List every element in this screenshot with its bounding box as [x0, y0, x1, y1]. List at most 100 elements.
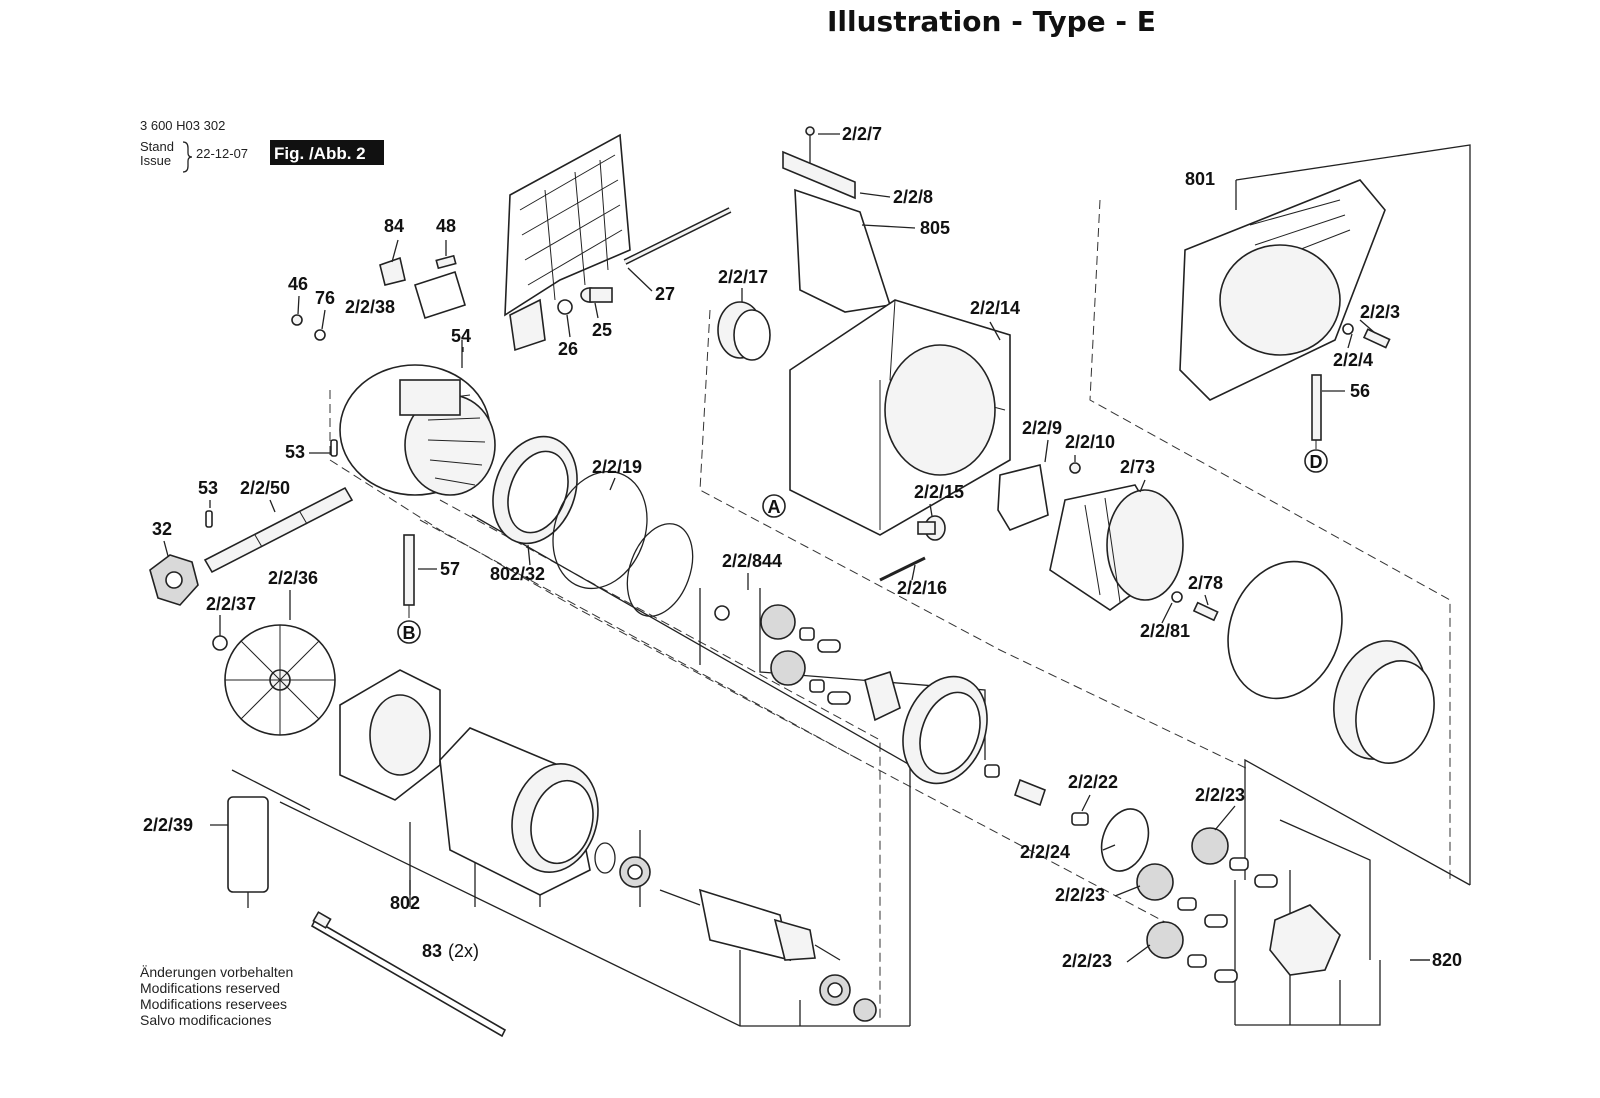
label-2217: 2/2/17	[718, 267, 768, 287]
label-27: 27	[655, 284, 675, 304]
label-84: 84	[384, 216, 404, 236]
rod-57	[403, 534, 415, 618]
label-2222: 2/2/22	[1068, 772, 1118, 792]
screw-227	[805, 126, 815, 165]
label-227: 2/2/7	[842, 124, 882, 144]
assembly-guide-lines	[329, 199, 1451, 1020]
stator-802	[439, 727, 599, 896]
label-228: 2/2/8	[893, 187, 933, 207]
issue-label: Issue	[140, 153, 171, 168]
label-802: 802	[390, 893, 420, 913]
pin-25	[580, 287, 613, 303]
screw-2210	[1069, 462, 1081, 474]
label-2216: 2/2/16	[897, 578, 947, 598]
shaft-2250	[203, 486, 354, 574]
figure-badge	[270, 140, 384, 165]
gear-2223-c	[1146, 921, 1238, 983]
brush-48	[435, 254, 457, 270]
notice-fr: Modifications reservees	[140, 996, 287, 1012]
handle-grid	[504, 133, 631, 352]
ref-d: D	[1310, 452, 1323, 472]
ring-gear-middle	[902, 675, 988, 785]
label-229: 2/2/9	[1022, 418, 1062, 438]
bearing-shield	[339, 669, 441, 801]
label-76: 76	[315, 288, 335, 308]
armature	[659, 888, 841, 962]
label-2215: 2/2/15	[914, 482, 964, 502]
label-leaders	[163, 133, 1430, 963]
label-223: 2/2/3	[1360, 302, 1400, 322]
bushing-2217	[717, 301, 771, 361]
label-46: 46	[288, 274, 308, 294]
label-273: 2/73	[1120, 457, 1155, 477]
spacer-small	[984, 764, 1000, 778]
washer-76	[314, 329, 326, 341]
seal-ring-a	[1227, 560, 1343, 700]
label-48: 48	[436, 216, 456, 236]
label-224: 2/2/4	[1333, 350, 1373, 370]
ref-d-circle	[1304, 449, 1328, 473]
screw-278	[1192, 601, 1219, 622]
bush-2215	[917, 515, 946, 541]
label-2238: 2/2/38	[345, 297, 395, 317]
label-53b: 53	[198, 478, 218, 498]
label-2239: 2/2/39	[143, 815, 193, 835]
label-22844: 2/2/844	[722, 551, 782, 571]
label-805: 805	[920, 218, 950, 238]
label-801: 801	[1185, 169, 1215, 189]
label-820: 820	[1432, 950, 1462, 970]
label-2223c: 2/2/23	[1062, 951, 1112, 971]
page-title: Illustration - Type - E	[0, 2, 1600, 42]
ref-b-circle	[397, 620, 421, 644]
pin-53-a	[330, 439, 338, 457]
label-2210: 2/2/10	[1065, 432, 1115, 452]
label-53a: 53	[285, 442, 305, 462]
ref-b: B	[403, 623, 416, 643]
label-2281: 2/2/81	[1140, 621, 1190, 641]
cable-tie-83	[310, 911, 507, 1038]
cover-805	[794, 188, 892, 313]
gear-housing-2214	[789, 299, 1011, 536]
pin-56	[1311, 374, 1322, 441]
pin-53-b	[205, 510, 213, 528]
snap-ring	[626, 523, 694, 617]
gear-2223-b	[1136, 863, 1228, 928]
issue-date: 22-12-07	[196, 146, 248, 161]
label-2236: 2/2/36	[268, 568, 318, 588]
label-26: 26	[558, 339, 578, 359]
bracket-228	[782, 150, 856, 200]
label-57: 57	[440, 559, 460, 579]
fan-2236	[224, 624, 336, 736]
notice-de: Änderungen vorbehalten	[140, 964, 293, 980]
label-2219: 2/2/19	[592, 457, 642, 477]
ring-2219	[552, 470, 648, 590]
page-title-text: Illustration - Type - E	[827, 5, 1156, 38]
label-25: 25	[592, 320, 612, 340]
disc-2224	[1100, 808, 1150, 872]
end-cover-801	[1179, 179, 1386, 401]
screw-46	[291, 314, 303, 326]
sleeve-ring	[1333, 640, 1435, 764]
label-2223b: 2/2/23	[1055, 885, 1105, 905]
pin-2216	[879, 556, 926, 582]
washer-224	[1342, 323, 1354, 335]
o-ring	[594, 842, 616, 874]
brush-holder-2238	[414, 270, 466, 320]
label-32: 32	[152, 519, 172, 539]
clip-84	[379, 256, 406, 286]
figure-label: Fig. /Abb. 2	[274, 144, 366, 163]
label-2214: 2/2/14	[970, 298, 1020, 318]
part-number: 3 600 H03 302	[140, 118, 225, 133]
planet-carrier	[1269, 904, 1341, 976]
label-54: 54	[451, 326, 471, 346]
label-2223a: 2/2/23	[1195, 785, 1245, 805]
label-83-qty: (2x)	[448, 941, 479, 961]
ring-gear-80232	[492, 435, 578, 545]
header-brace	[182, 141, 193, 173]
motor-housing-front	[339, 364, 496, 496]
part-labels: 2/2/7 2/2/8 805 801 84 48 46 76 2/2/38 5…	[143, 124, 1462, 971]
bearing-c	[853, 998, 877, 1022]
washer-2237	[212, 635, 228, 651]
capacitor-2239	[227, 769, 311, 908]
